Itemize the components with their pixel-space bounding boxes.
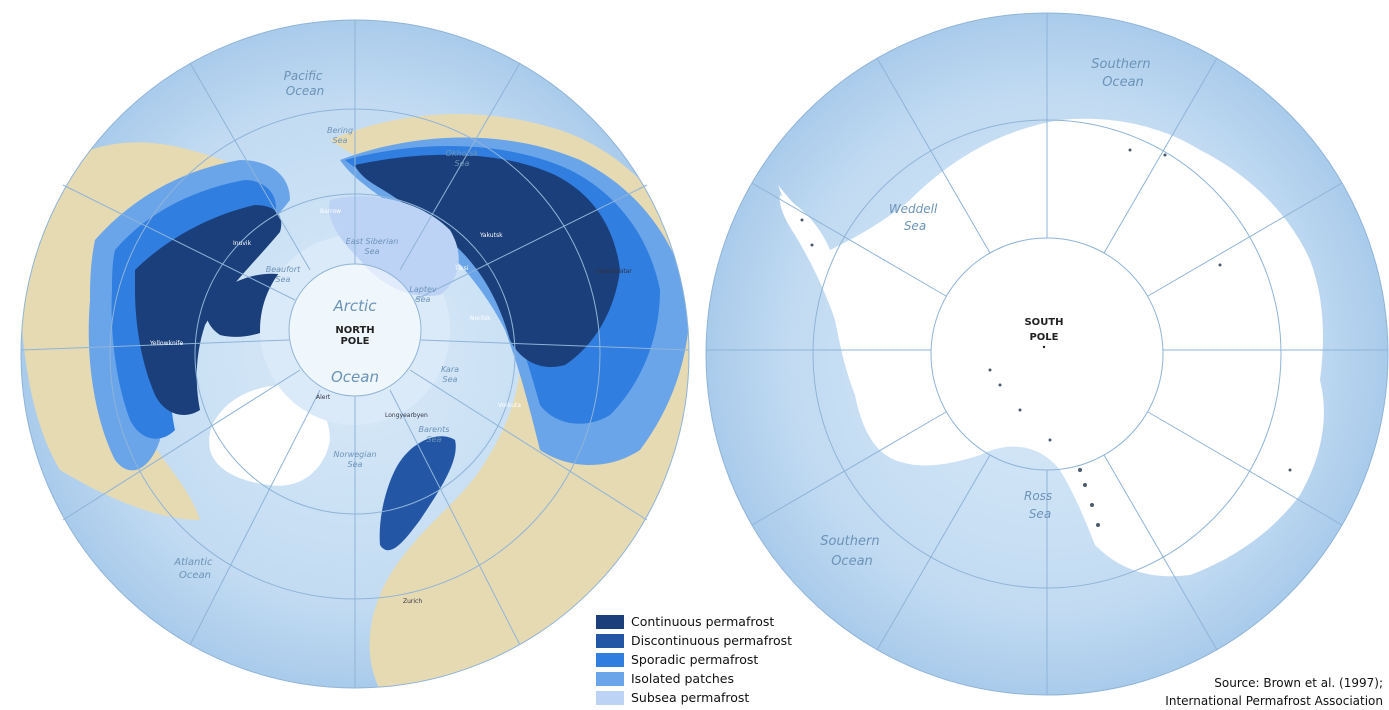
legend-item-isolated: Isolated patches <box>596 669 836 688</box>
place-yakutsk: Yakutsk <box>479 232 503 239</box>
north-pole-ring <box>289 264 421 396</box>
source-citation: Source: Brown et al. (1997); Internation… <box>1165 674 1383 710</box>
legend-label-discontinuous: Discontinuous permafrost <box>631 633 793 648</box>
legend-swatch-sporadic <box>596 652 624 667</box>
weddell-line-1: Weddell <box>889 202 938 216</box>
legend-label-isolated: Isolated patches <box>631 671 734 686</box>
pacific-line-1: Pacific <box>284 69 323 83</box>
legend-swatch-subsea <box>596 690 624 705</box>
north-graticule <box>20 19 690 689</box>
antarctic-peninsula <box>778 185 835 290</box>
north-pole-label-2: POLE <box>340 336 369 347</box>
pacific-line-2: Ocean <box>286 84 324 98</box>
north-place-labels: Barrow Yakutsk Tiksi Norilsk Vorkuta Ale… <box>149 208 632 605</box>
place-longyearbyen: Longyearbyen <box>385 412 428 419</box>
atlantic-ocean-label: Atlantic Ocean <box>173 557 215 581</box>
ross-line-2: Sea <box>1029 507 1051 521</box>
arctic-ocean-label: Ocean <box>331 368 379 386</box>
weddell-sea-label: Weddell Sea <box>889 202 941 233</box>
place-tiksi: Tiksi <box>454 265 469 272</box>
place-ulaanbaatar: Ulaanbaatar <box>595 268 632 275</box>
legend-item-continuous: Continuous permafrost <box>596 612 836 631</box>
place-alert: Alert <box>316 394 331 401</box>
legend-label-sporadic: Sporadic permafrost <box>631 652 759 667</box>
southern-ocean-bottom-label: Southern Ocean <box>820 534 884 569</box>
place-barrow: Barrow <box>320 208 341 215</box>
pacific-ocean-label: Pacific Ocean <box>284 69 327 98</box>
south-polar-map: Southern Ocean Southern Ocean Weddell Se… <box>705 12 1389 696</box>
greenland-ice <box>209 385 330 486</box>
atlantic-line-1: Atlantic <box>173 557 213 568</box>
legend-label-continuous: Continuous permafrost <box>631 614 775 629</box>
weddell-line-2: Sea <box>904 219 926 233</box>
south-pole-marker <box>1042 345 1046 349</box>
north-polar-map: Pacific Ocean Atlantic Ocean Arctic Ocea… <box>20 19 690 689</box>
place-zurich: Zurich <box>403 598 422 605</box>
place-vorkuta: Vorkuta <box>498 402 521 409</box>
place-yellowknife: Yellowknife <box>149 340 184 347</box>
legend-item-sporadic: Sporadic permafrost <box>596 650 836 669</box>
legend-swatch-isolated <box>596 671 624 686</box>
place-inuvik: Inuvik <box>233 240 252 247</box>
ross-sea-label: Ross Sea <box>1024 489 1056 521</box>
southern-top-line-1: Southern <box>1091 57 1150 72</box>
atlantic-line-2: Ocean <box>179 570 211 581</box>
exposed-rock-patches <box>800 148 1292 527</box>
antarctica-ice <box>779 118 1324 577</box>
legend-swatch-discontinuous <box>596 633 624 648</box>
place-norilsk: Norilsk <box>470 315 491 322</box>
southern-top-line-2: Ocean <box>1102 75 1144 90</box>
source-line-1: Source: Brown et al. (1997); <box>1214 676 1383 690</box>
legend-item-discontinuous: Discontinuous permafrost <box>596 631 836 650</box>
legend-item-subsea: Subsea permafrost <box>596 688 836 707</box>
permafrost-scandinavia <box>379 436 456 551</box>
legend-label-subsea: Subsea permafrost <box>631 690 750 705</box>
ross-line-1: Ross <box>1024 489 1052 503</box>
permafrost-legend: Continuous permafrost Discontinuous perm… <box>596 612 836 708</box>
south-pole-label-1: SOUTH <box>1024 317 1063 328</box>
arctic-label: Arctic <box>333 297 378 315</box>
north-pole-label-1: NORTH <box>335 325 374 336</box>
southern-bottom-line-2: Ocean <box>831 554 873 569</box>
southern-ocean-top-label: Southern Ocean <box>1091 57 1155 90</box>
legend-swatch-continuous <box>596 614 624 629</box>
south-pole-label-2: POLE <box>1029 332 1058 343</box>
source-line-2: International Permafrost Association <box>1165 694 1383 708</box>
south-graticule <box>705 12 1389 696</box>
subsea-permafrost-siberia <box>329 196 459 296</box>
southern-bottom-line-1: Southern <box>820 534 879 549</box>
